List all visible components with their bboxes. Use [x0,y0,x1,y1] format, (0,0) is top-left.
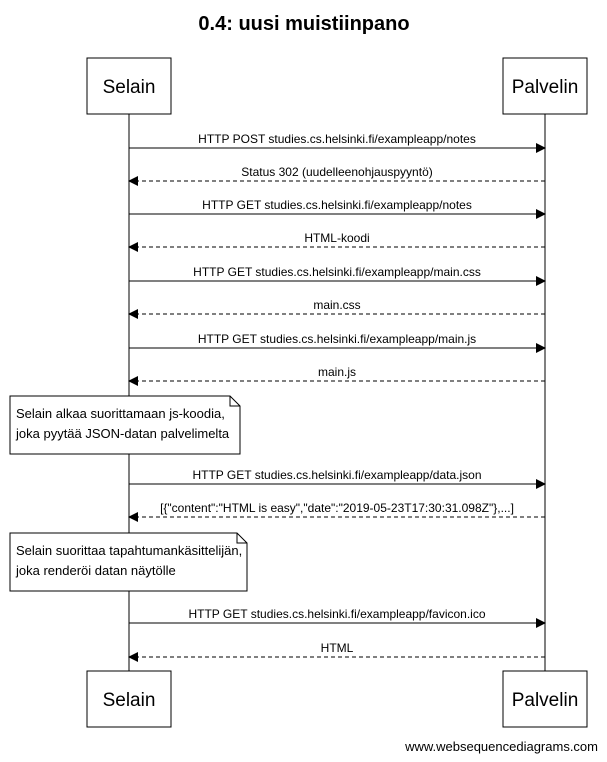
events: HTTP POST studies.cs.helsinki.fi/example… [9,132,546,662]
message-label: HTTP GET studies.cs.helsinki.fi/examplea… [193,265,481,279]
diagram-title: 0.4: uusi muistiinpano [198,13,409,35]
message-8: main.js [128,365,545,386]
actor-box-selain-top: Selain [86,57,172,115]
message-5: HTTP GET studies.cs.helsinki.fi/examplea… [129,265,546,286]
actor-box-palvelin-bottom: Palvelin [502,670,588,728]
message-label: HTTP POST studies.cs.helsinki.fi/example… [198,132,476,146]
message-label: main.js [318,365,356,379]
actor-label-selain: Selain [103,690,156,711]
note-line: joka pyytää JSON-datan palvelimelta [15,426,230,441]
note-line: Selain suorittaa tapahtumankäsittelijän, [16,543,242,558]
note-2: Selain suorittaa tapahtumankäsittelijän,… [9,532,248,592]
message-4: HTML-koodi [128,231,545,252]
message-label: HTTP GET studies.cs.helsinki.fi/examplea… [198,332,476,346]
message-11: [{"content":"HTML is easy","date":"2019-… [128,501,545,522]
actor-label-palvelin: Palvelin [512,690,579,711]
message-label: HTML-koodi [304,231,369,245]
message-label: [{"content":"HTML is easy","date":"2019-… [160,501,514,515]
message-label: HTTP GET studies.cs.helsinki.fi/examplea… [202,198,472,212]
note-line: joka renderöi datan näytölle [15,563,176,578]
message-13: HTTP GET studies.cs.helsinki.fi/examplea… [129,607,546,628]
message-2: Status 302 (uudelleenohjauspyyntö) [128,165,545,186]
message-3: HTTP GET studies.cs.helsinki.fi/examplea… [129,198,546,219]
message-14: HTML [128,641,545,662]
actors-bottom: Selain Palvelin [86,670,588,728]
message-1: HTTP POST studies.cs.helsinki.fi/example… [129,132,546,153]
message-label: HTTP GET studies.cs.helsinki.fi/examplea… [192,468,481,482]
actors-top: Selain Palvelin [86,57,588,115]
message-label: main.css [313,298,360,312]
message-10: HTTP GET studies.cs.helsinki.fi/examplea… [129,468,546,489]
footer-watermark: www.websequencediagrams.com [404,739,598,754]
actor-box-palvelin-top: Palvelin [502,57,588,115]
note-1: Selain alkaa suorittamaan js-koodia, joka… [9,395,241,455]
actor-label-palvelin: Palvelin [512,77,579,98]
note-line: Selain alkaa suorittamaan js-koodia, [16,406,225,421]
message-label: Status 302 (uudelleenohjauspyyntö) [241,165,432,179]
message-label: HTML [321,641,354,655]
message-7: HTTP GET studies.cs.helsinki.fi/examplea… [129,332,546,353]
message-6: main.css [128,298,545,319]
actor-box-selain-bottom: Selain [86,670,172,728]
actor-label-selain: Selain [103,77,156,98]
message-label: HTTP GET studies.cs.helsinki.fi/examplea… [188,607,485,621]
